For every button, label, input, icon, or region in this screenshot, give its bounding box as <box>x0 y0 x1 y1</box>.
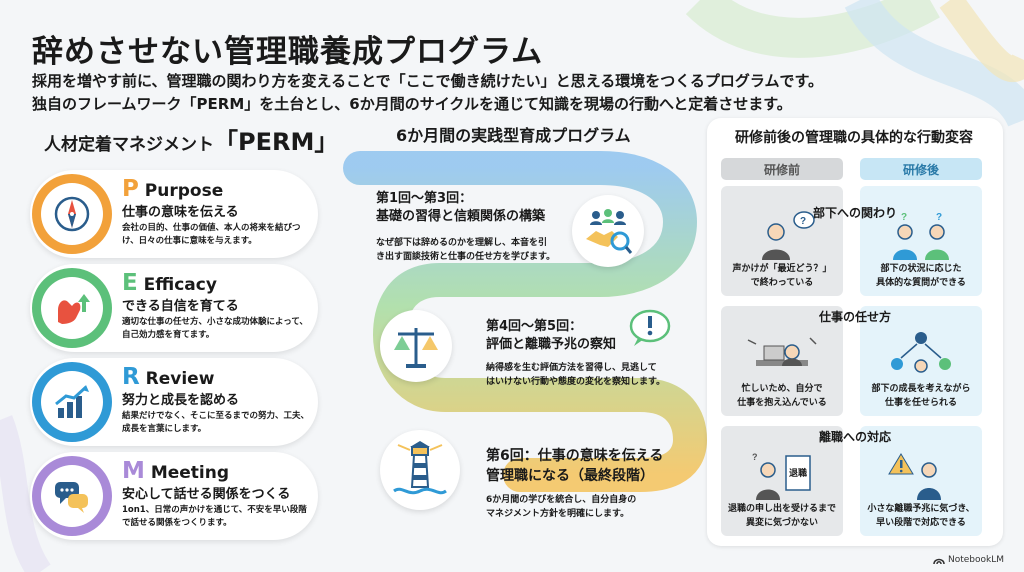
step-2-heading: 第4回〜第5回：評価と離職予兆の察知 <box>486 319 617 352</box>
section-2-before-box: 忙しいため、自分で仕事を抱え込んでいる <box>721 306 843 416</box>
perm-heading: M Meeting <box>122 458 230 484</box>
step-1-heading: 第1回〜第3回：基礎の習得と信頼関係の構築 <box>376 191 546 224</box>
perm-icon-circle <box>32 268 112 348</box>
perm-section-title: 人材定着マネジメント「PERM」 <box>44 122 338 157</box>
delegating-team-icon <box>891 332 951 373</box>
section-3-after-box: 小さな離職予兆に気づき、早い段階で対応できる <box>860 426 982 536</box>
svg-text:退職: 退職 <box>789 467 807 479</box>
step-1-description: なぜ部下は辞めるのかを理解し、本音を引き出す面談技術と仕事の任せ方を学びます。 <box>376 238 556 262</box>
perm-subtitle: 仕事の意味を伝える <box>122 205 239 220</box>
section-3-before-box: ? 退職 退職の申し出を受けるまで異変に気づかない <box>721 426 843 536</box>
section-1-after-box: ? ? 部下の状況に応じた具体的な質問ができる <box>860 186 982 296</box>
notebooklm-logo-icon <box>933 558 945 565</box>
svg-text:?: ? <box>800 216 806 227</box>
section-3-before-text: 退職の申し出を受けるまで異変に気づかない <box>727 504 836 528</box>
flexed-arm-icon <box>58 294 90 324</box>
page-subtitle-line1: 採用を増やす前に、管理職の関わり方を変えることで「ここで働き続けたい」と思える環… <box>32 72 823 90</box>
perm-heading: E Efficacy <box>122 270 217 296</box>
brand-name: NotebookLM <box>947 555 1004 565</box>
perm-description: 1on1、日常の声かけを通じて、不安を早い段階で話せる関係をつくります。 <box>122 505 307 528</box>
perm-title-prefix: 人材定着マネジメント <box>44 135 214 155</box>
step-2-description: 納得感を生む評価方法を習得し、見逃してはいけない行動や態度の変化を察知します。 <box>486 363 666 387</box>
perm-subtitle: 努力と成長を認める <box>122 393 240 408</box>
section-3-title: 離職への対応 <box>818 430 891 444</box>
perm-description: 会社の目的、仕事の価値、本人の将来を結びつけ、日々の仕事に意味を与えます。 <box>122 223 301 246</box>
overwhelmed-person-icon <box>747 337 817 366</box>
perm-icon-circle <box>32 456 112 536</box>
scales-icon <box>394 328 438 368</box>
section-2-after-box: 部下の成長を考えながら仕事を任せられる <box>860 306 982 416</box>
handshake-icon <box>586 209 633 254</box>
alert-manager-icon <box>888 453 941 500</box>
perm-subtitle: 安心して話せる関係をつくる <box>122 487 291 502</box>
alert-speech-bubble-icon <box>629 309 671 346</box>
svg-text:?: ? <box>936 212 942 223</box>
section-2-after-text: 部下の成長を考えながら仕事を任せられる <box>871 384 971 408</box>
perm-heading: R Review <box>122 364 215 390</box>
step-1-icon-circle <box>572 195 644 267</box>
two-people-talking-icon: ? ? <box>893 212 949 260</box>
section-1-before-box: ? 声かけが「最近どう？」で終わっている <box>721 186 843 296</box>
perm-card-review: R Review 努力と成長を認める 結果だけでなく、そこに至るまでの努力、工夫… <box>30 358 318 446</box>
step-3-icon-circle <box>380 430 460 510</box>
page-title: 辞めさせない管理職養成プログラム <box>32 34 544 70</box>
svg-text:?: ? <box>901 212 907 223</box>
perm-icon-circle <box>32 174 112 254</box>
behavior-change-panel: 研修前後の管理職の具体的な行動変容 研修前 研修後 ? 声かけが「最近どう？」で… <box>707 118 1003 546</box>
section-1-after-text: 部下の状況に応じた具体的な質問ができる <box>876 264 966 288</box>
growth-chart-icon <box>55 385 89 418</box>
program-section-title: 6か月間の実践型育成プログラム <box>396 126 631 145</box>
brand-badge: NotebookLM <box>933 555 1004 565</box>
chat-bubbles-icon <box>55 482 88 513</box>
compass-icon <box>54 196 90 232</box>
comparison-title: 研修前後の管理職の具体的な行動変容 <box>735 130 973 146</box>
step-3-description: 6か月間の学びを統合し、自分自身のマネジメント方針を明確にします。 <box>486 495 637 519</box>
after-column-label: 研修後 <box>860 158 982 180</box>
perm-card-efficacy: E Efficacy できる自信を育てる 適切な仕事の任せ方、小さな成功体験によ… <box>30 264 318 352</box>
section-1-before-text: 声かけが「最近どう？」で終わっている <box>732 264 832 288</box>
step-3-heading: 第6回：仕事の意味を伝える管理職になる（最終段階） <box>486 448 664 484</box>
svg-text:?: ? <box>752 452 758 462</box>
perm-card-meeting: M Meeting 安心して話せる関係をつくる 1on1、日常の声かけを通じて、… <box>30 452 318 540</box>
perm-title-main: 「PERM」 <box>214 128 339 156</box>
perm-card-purpose: P Purpose 仕事の意味を伝える 会社の目的、仕事の価値、本人の将来を結び… <box>30 170 318 258</box>
section-2-title: 仕事の任せ方 <box>818 310 891 324</box>
perm-subtitle: できる自信を育てる <box>122 299 239 314</box>
resignation-letter-icon: ? 退職 <box>752 452 811 500</box>
before-column-label: 研修前 <box>721 158 843 180</box>
perm-description: 結果だけでなく、そこに至るまでの努力、工夫、成長を言葉にします。 <box>122 411 310 434</box>
bored-person-question-icon: ? <box>762 211 815 260</box>
lighthouse-icon <box>393 441 447 495</box>
page-subtitle-line2: 独自のフレームワーク「PERM」を土台とし、6か月間のサイクルを通じて知識を現場… <box>32 95 792 113</box>
section-3-after-text: 小さな離職予兆に気づき、早い段階で対応できる <box>867 504 975 528</box>
perm-icon-circle <box>32 362 112 442</box>
perm-description: 適切な仕事の任せ方、小さな成功体験によって、自己効力感を育てます。 <box>122 317 308 340</box>
section-2-before-text: 忙しいため、自分で仕事を抱え込んでいる <box>737 384 827 408</box>
perm-heading: P Purpose <box>122 176 224 202</box>
step-2-icon-circle <box>380 310 452 382</box>
